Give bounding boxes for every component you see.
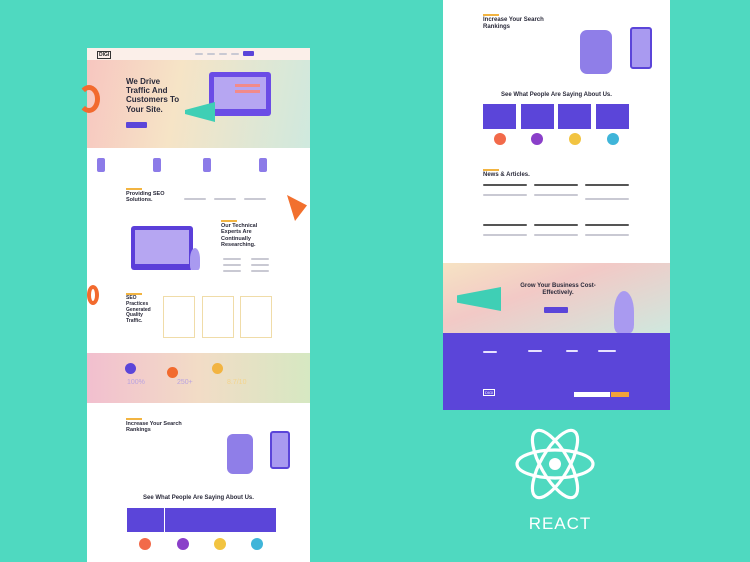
monitor-illustration	[209, 72, 271, 116]
nav-cta-button[interactable]	[243, 51, 254, 56]
footer: DIGI	[443, 333, 670, 410]
megaphone-illustration	[185, 102, 215, 122]
rankings-title: Increase Your Search Rankings	[483, 17, 544, 30]
rocket-illustration	[614, 291, 634, 333]
providing-title: Providing SEO Solutions.	[126, 191, 165, 204]
service-card[interactable]	[240, 296, 272, 338]
avatar	[139, 538, 151, 550]
testimonials-title: See What People Are Saying About Us.	[501, 92, 612, 98]
monitor-illustration-2	[131, 226, 193, 270]
testimonial-card	[202, 508, 239, 532]
testimonial-card	[127, 508, 164, 532]
avatar	[214, 538, 226, 550]
website-preview-left: DIGI We Drive Traffic And Customers To Y…	[87, 48, 310, 562]
hero-title: We Drive Traffic And Customers To Your S…	[126, 77, 180, 114]
phone-illustration	[270, 431, 290, 469]
subscribe-button[interactable]	[611, 392, 629, 397]
testimonial-card	[165, 508, 202, 532]
robot-illustration	[580, 30, 612, 74]
rocket-illustration	[190, 248, 200, 270]
cta-band: Grow Your Business Cost-Effectively.	[443, 263, 670, 333]
rankings-title: Increase Your Search Rankings	[126, 421, 182, 434]
service-card[interactable]	[163, 296, 195, 338]
robot-illustration	[227, 434, 253, 474]
testimonial-card	[521, 104, 554, 129]
megaphone-illustration	[457, 287, 501, 311]
react-atom-icon	[515, 428, 595, 500]
hero: We Drive Traffic And Customers To Your S…	[87, 60, 310, 148]
testimonial-card	[558, 104, 591, 129]
testimonial-card	[239, 508, 276, 532]
react-label: REACT	[528, 514, 592, 533]
avatar	[177, 538, 189, 550]
practices-title: SEO Practices Generated Quality Traffic.	[126, 295, 151, 324]
stats-band: 100% 250+ 8.7/10	[87, 353, 310, 403]
avatar	[569, 133, 581, 145]
testimonials-title: See What People Are Saying About Us.	[143, 495, 254, 501]
technical-title: Our Technical Experts Are Continually Re…	[221, 223, 258, 248]
avatar	[494, 133, 506, 145]
service-card[interactable]	[202, 296, 234, 338]
decor-shape	[87, 285, 99, 305]
stat-value: 250+	[177, 379, 193, 386]
decor-shape	[78, 85, 100, 113]
testimonial-card	[483, 104, 516, 129]
cta-button[interactable]	[544, 307, 568, 313]
footer-logo: DIGI	[483, 389, 496, 396]
stat-value: 100%	[127, 379, 145, 386]
newsletter-input[interactable]	[574, 392, 610, 397]
header: DIGI	[87, 48, 310, 60]
website-preview-right: Increase Your Search Rankings See What P…	[443, 0, 670, 410]
stat-value: 8.7/10	[227, 379, 247, 386]
news-title: News & Articles.	[483, 172, 530, 178]
logo: DIGI	[97, 51, 112, 59]
phone-illustration	[630, 27, 652, 69]
avatar	[251, 538, 263, 550]
hero-button[interactable]	[126, 122, 147, 128]
cta-title: Grow Your Business Cost-Effectively.	[520, 283, 596, 296]
avatar	[607, 133, 619, 145]
testimonial-card	[596, 104, 629, 129]
avatar	[531, 133, 543, 145]
